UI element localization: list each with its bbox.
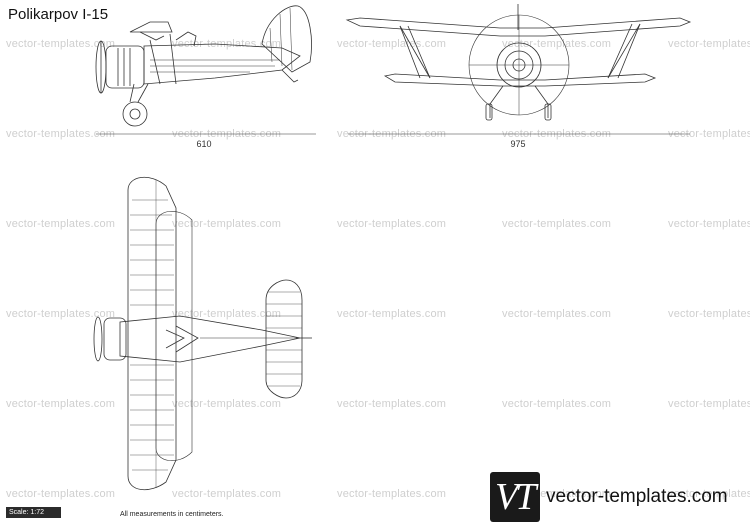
scale-label: Scale: 1:72 — [6, 507, 61, 518]
brand-link[interactable]: vector-templates.com — [546, 486, 728, 507]
front-view — [345, 4, 692, 135]
top-view — [93, 177, 312, 490]
logo-mark: VT — [495, 476, 536, 518]
page-title: Polikarpov I-15 — [8, 6, 109, 23]
measurement-note: All measurements in centimeters. — [120, 511, 224, 518]
front-span-label: 975 — [510, 139, 525, 149]
vt-logo: VT — [490, 472, 540, 522]
side-view — [95, 5, 316, 135]
side-length-label: 610 — [196, 139, 211, 149]
